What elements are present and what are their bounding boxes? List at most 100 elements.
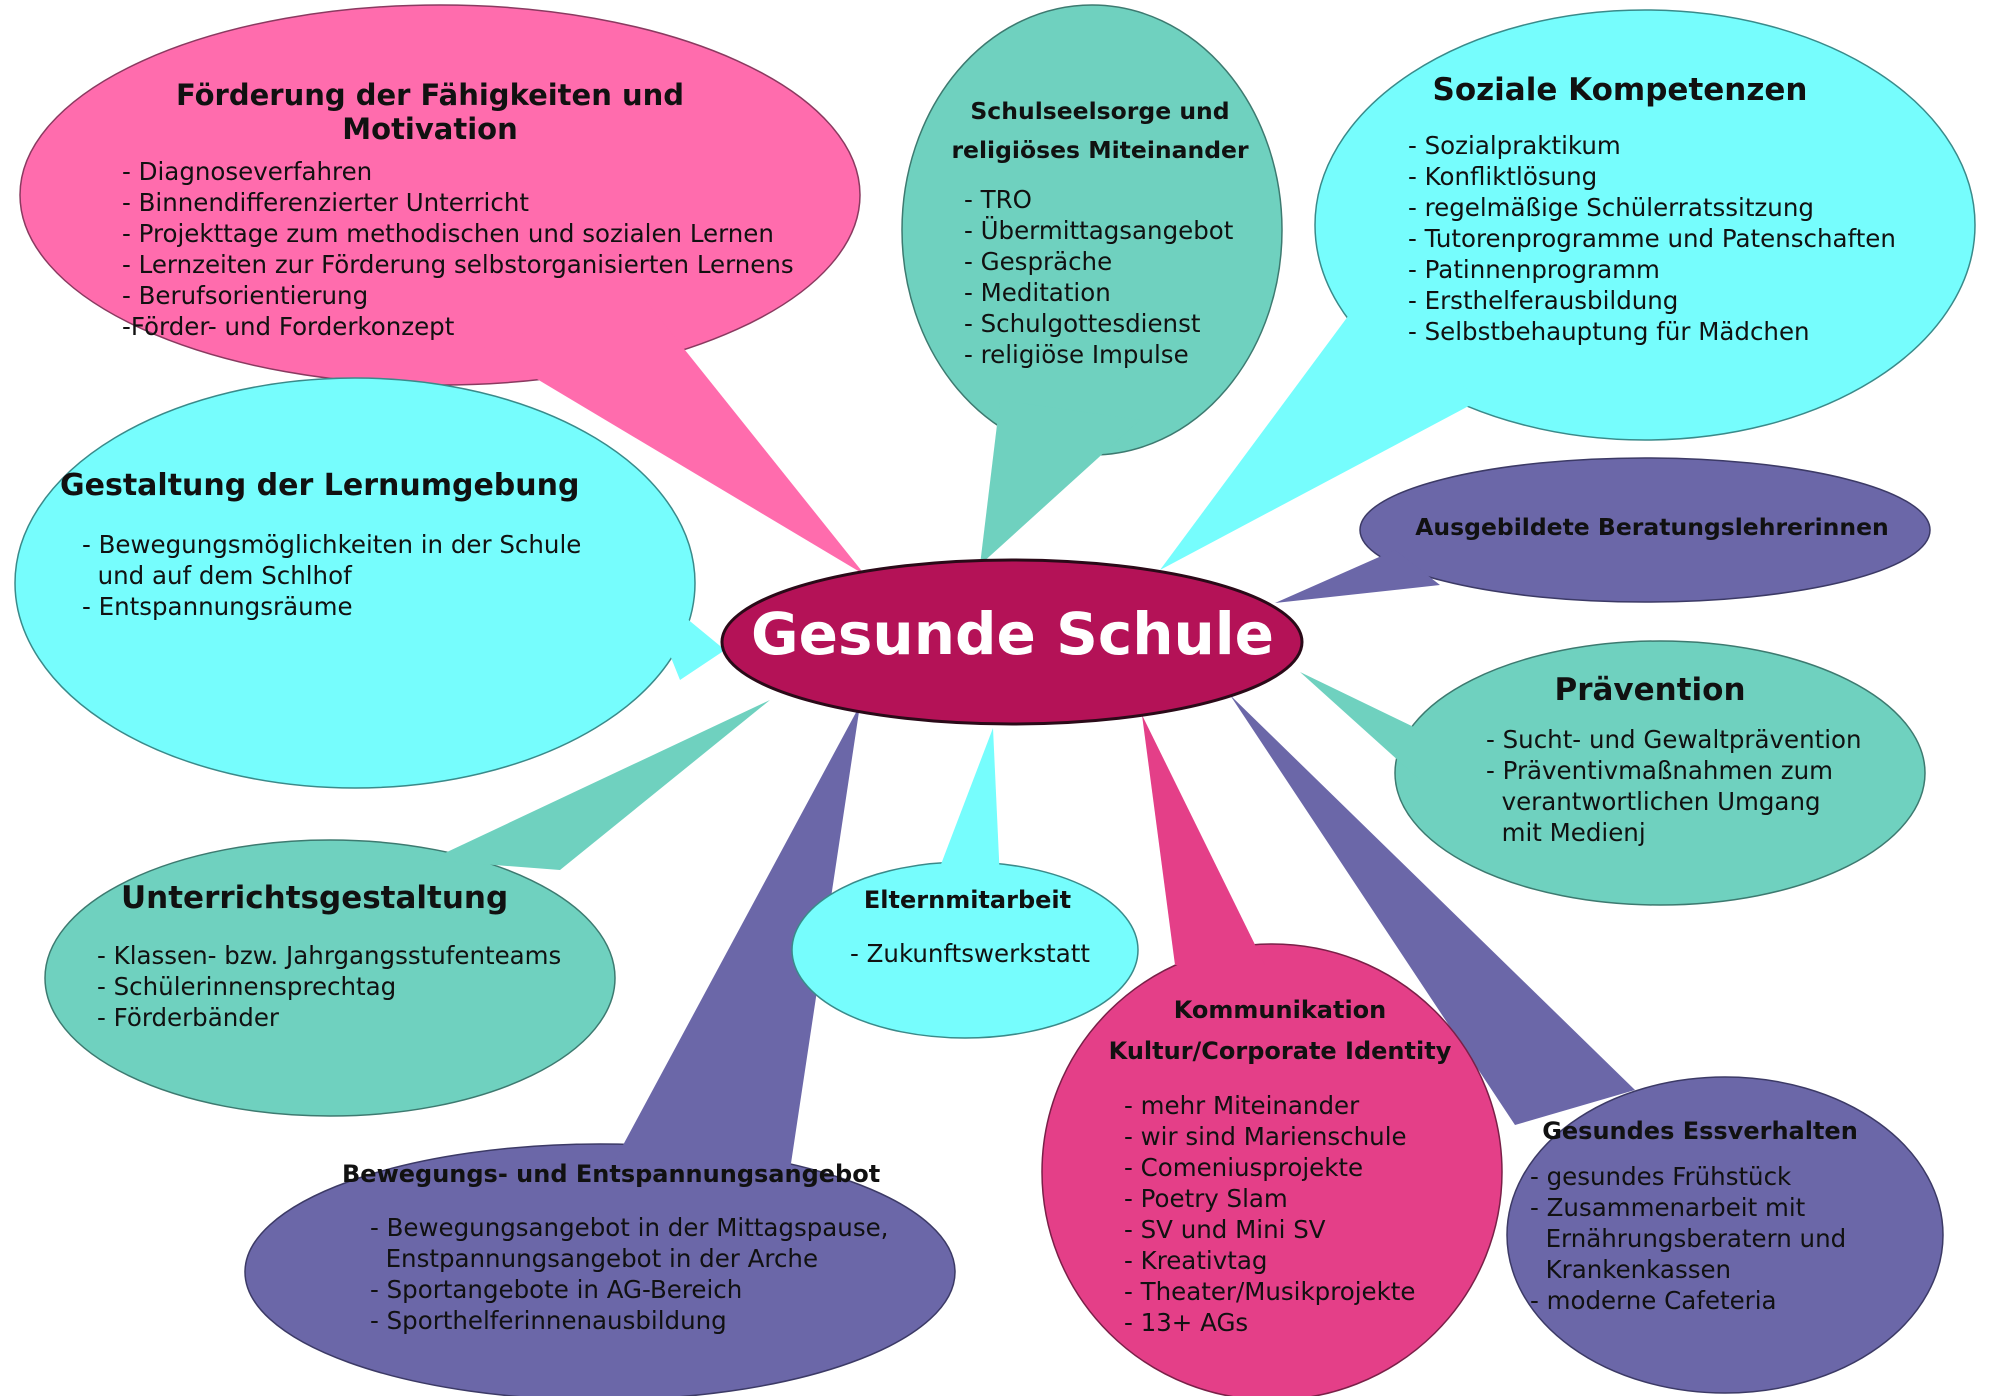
node-beratung-title: Ausgebildete Beratungslehrerinnen [1415,513,1889,541]
node-essen: Gesundes Essverhalten - gesundes Frühstü… [1530,1117,1950,1316]
list-item: - Berufsorientierung [122,281,369,310]
node-eltern: Elternmitarbeit - Zukunftswerkstatt [800,886,1135,969]
list-item: - Comeniusprojekte [1124,1153,1364,1182]
list-item: - Gespräche [964,247,1113,276]
bubble-lernumgebung-tail [640,580,725,680]
list-item: - Selbstbehauptung für Mädchen [1408,317,1810,346]
list-item: - Tutorenprogramme und Patenschaften [1408,224,1896,253]
list-item: -Förder- und Forderkonzept [122,312,455,341]
list-item: - Meditation [964,278,1111,307]
list-item: - SV und Mini SV [1124,1215,1326,1244]
bubble-seelsorge [901,4,1283,565]
bubble-bewegung-tail [615,705,860,1170]
bubble-foerderung-tail [480,300,865,575]
bubble-kommunikation-body [1041,943,1503,1396]
list-item: - gesundes Frühstück [1530,1162,1792,1191]
list-item: - Poetry Slam [1124,1184,1288,1213]
node-unterricht: Unterrichtsgestaltung - Klassen- bzw. Ja… [95,880,615,1033]
bubble-sozial [1160,9,1976,570]
bubble-unterricht-body [44,839,616,1117]
bubble-lernumgebung [14,377,725,789]
node-unterricht-title: Unterrichtsgestaltung [121,880,509,916]
bubble-foerderung [19,4,865,575]
list-item: - 13+ AGs [1124,1308,1249,1337]
list-item: - Sozialpraktikum [1408,131,1621,160]
node-eltern-title: Elternmitarbeit [863,886,1072,914]
bubble-bewegung-body [244,1143,956,1396]
node-eltern-list: - Zukunftswerkstatt [850,938,1135,969]
list-item: Krankenkassen [1530,1255,1732,1284]
node-praevention: Prävention - Sucht- und Gewaltprävention… [1470,672,1890,848]
node-seelsorge: Schulseelsorge und religiöses Miteinande… [930,92,1270,370]
node-bewegung: Bewegungs- und Entspannungsangebot - Bew… [300,1160,900,1336]
list-item: Enstpannungsangebot in der Arche [370,1244,819,1273]
list-item: - Konfliktlösung [1408,162,1598,191]
node-foerderung-list: - Diagnoseverfahren - Binnendifferenzier… [122,156,794,342]
list-item: mit Medienj [1486,818,1646,847]
node-bewegung-title: Bewegungs- und Entspannungsangebot [342,1160,881,1188]
node-foerderung-title: Förderung der Fähigkeiten und Motivation [175,78,685,146]
bubble-essen [1230,695,1944,1394]
node-praevention-title: Prävention [1554,672,1746,708]
list-item: - Patinnenprogramm [1408,255,1660,284]
list-item: - Sucht- und Gewaltprävention [1486,725,1862,754]
list-item: - wir sind Marienschule [1124,1122,1407,1151]
bubble-seelsorge-tail [980,400,1140,565]
list-item: - Entspannungsräume [82,592,353,621]
bubble-bewegung [244,705,956,1396]
bubble-eltern-tail [935,728,1000,880]
node-lernumgebung: Gestaltung der Lernumgebung - Bewegungsm… [60,468,640,622]
list-item: - Bewegungsmöglichkeiten in der Schule [82,530,582,559]
list-item: - regelmäßige Schülerratssitzung [1408,193,1814,222]
list-item: Ernährungsberatern und [1530,1224,1847,1253]
list-item: - mehr Miteinander [1124,1091,1360,1120]
node-seelsorge-list: - TRO - Übermittagsangebot - Gespräche -… [964,184,1270,370]
node-sozial-list: - Sozialpraktikum - Konfliktlösung - reg… [1408,130,1920,347]
list-item: - Theater/Musikprojekte [1124,1277,1416,1306]
bubble-sozial-body [1314,9,1976,441]
node-beratung: Ausgebildete Beratungslehrerinnen [1392,513,1912,541]
bubble-praevention [1300,640,1926,906]
center-ellipse [720,558,1304,726]
list-item: - Schülerinnensprechtag [97,972,397,1001]
bubble-praevention-tail [1300,672,1420,780]
node-sozial-title: Soziale Kompetenzen [1432,72,1808,108]
list-item: - Schulgottesdienst [964,309,1201,338]
node-bewegung-list: - Bewegungsangebot in der Mittagspause, … [370,1212,900,1336]
center-title: Gesunde Schule [750,600,1275,668]
list-item: - Diagnoseverfahren [122,157,373,186]
list-item: - Bewegungsangebot in der Mittagspause, [370,1213,889,1242]
bubble-beratung-tail [1275,550,1440,603]
list-item: - moderne Cafeteria [1530,1286,1777,1315]
node-foerderung: Förderung der Fähigkeiten und Motivation… [100,78,794,342]
list-item: - Sporthelferinnenausbildung [370,1306,727,1335]
node-center: Gesunde Schule [720,600,1305,668]
list-item: - Übermittagsangebot [964,216,1234,245]
list-item: - Binnendifferenzierter Unterricht [122,188,529,217]
bubble-unterricht [44,700,770,1117]
bubble-essen-body [1506,1076,1944,1394]
bubble-essen-tail [1230,695,1635,1125]
node-unterricht-list: - Klassen- bzw. Jahrgangsstufenteams - S… [97,940,615,1033]
list-item: - Lernzeiten zur Förderung selbstorganis… [122,250,794,279]
list-item: - Zukunftswerkstatt [850,939,1090,968]
list-item: verantwortlichen Umgang [1486,787,1821,816]
list-item: - Klassen- bzw. Jahrgangsstufenteams [97,941,562,970]
list-item: - Ersthelferausbildung [1408,286,1679,315]
bubble-praevention-body [1394,640,1926,906]
list-item: - religiöse Impulse [964,340,1189,369]
bubble-kommunikation-tail [1142,715,1265,965]
bubble-lernumgebung-body [14,377,696,789]
list-item: und auf dem Schlhof [82,561,352,590]
bubble-sozial-tail [1160,300,1480,570]
node-lernumgebung-list: - Bewegungsmöglichkeiten in der Schule u… [82,529,640,622]
node-kommunikation-title: Kommunikation Kultur/Corporate Identity [1108,996,1452,1065]
node-praevention-list: - Sucht- und Gewaltprävention - Präventi… [1486,724,1890,848]
node-kommunikation: Kommunikation Kultur/Corporate Identity … [1090,990,1470,1338]
list-item: - TRO [964,185,1032,214]
list-item: - Sportangebote in AG-Bereich [370,1275,743,1304]
list-item: - Präventivmaßnahmen zum [1486,756,1833,785]
list-item: - Projekttage zum methodischen und sozia… [122,219,774,248]
list-item: - Zusammenarbeit mit [1530,1193,1806,1222]
